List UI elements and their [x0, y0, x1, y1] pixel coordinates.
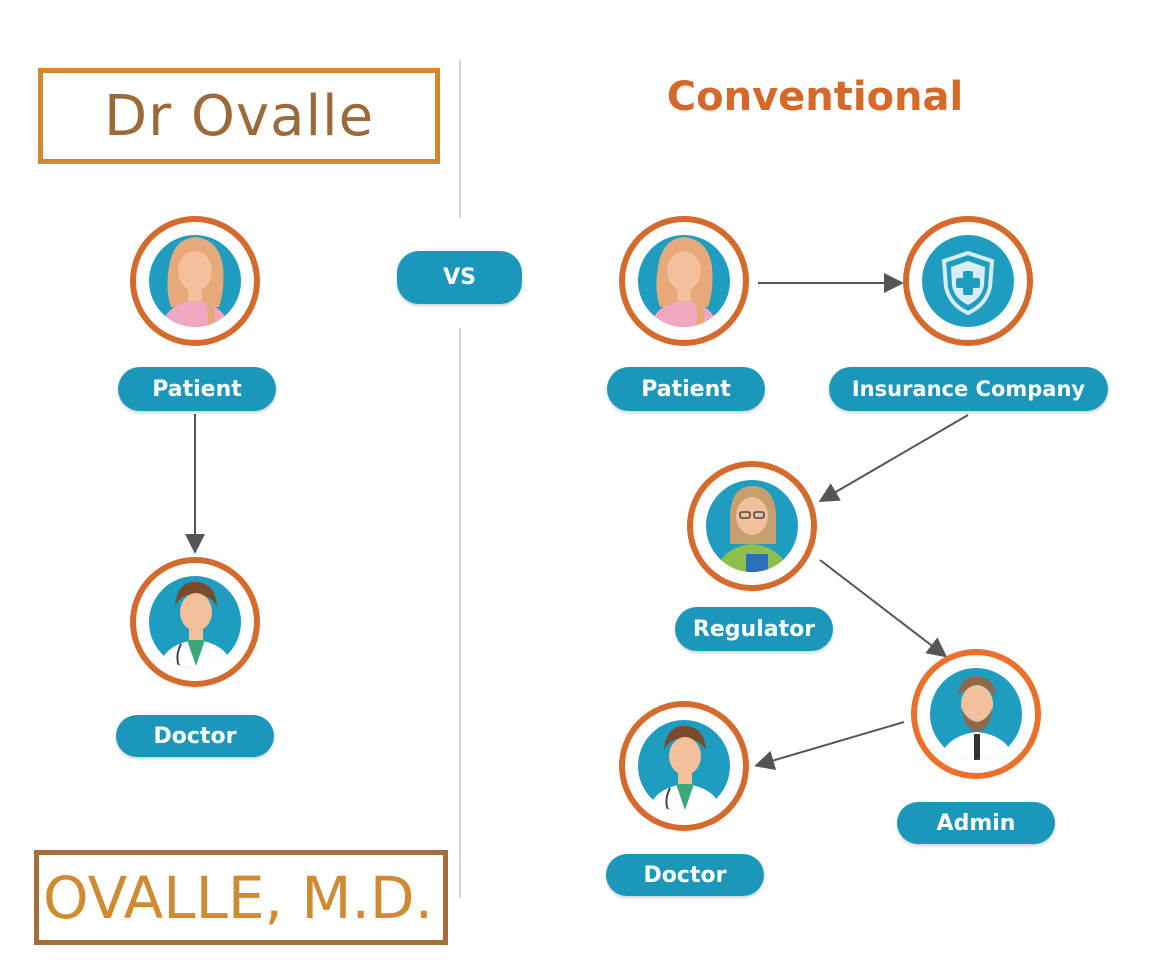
- dr-ovalle-title: Dr Ovalle: [103, 83, 375, 149]
- right-patient-avatar-icon: [619, 216, 749, 346]
- insurance-company-label: Insurance Company: [829, 367, 1108, 411]
- right-patient-label: Patient: [607, 367, 765, 411]
- right-doctor-label: Doctor: [606, 854, 764, 896]
- arrow-insurance-to-regulator: [818, 414, 969, 503]
- admin-label: Admin: [897, 802, 1055, 844]
- dr-ovalle-title-box: Dr Ovalle: [38, 68, 440, 164]
- divider-top: [459, 60, 461, 218]
- shield-icon: [903, 216, 1033, 346]
- ovalle-md-logo: OVALLE, M.D.: [34, 850, 448, 945]
- arrow-regulator-to-admin: [819, 559, 948, 658]
- admin-avatar-icon: [911, 649, 1041, 779]
- regulator-label: Regulator: [675, 607, 833, 651]
- divider-bottom: [459, 328, 461, 898]
- arrow-admin-to-doctor: [754, 721, 905, 771]
- regulator-avatar-icon: [687, 461, 817, 591]
- conventional-heading: Conventional: [666, 74, 964, 120]
- left-doctor-avatar-icon: [130, 557, 260, 687]
- left-doctor-label: Doctor: [116, 715, 274, 757]
- left-patient-avatar-icon: [130, 216, 260, 346]
- left-patient-label: Patient: [118, 367, 276, 411]
- right-doctor-avatar-icon: [619, 701, 749, 831]
- vs-badge: VS: [397, 251, 522, 304]
- ovalle-md-logo-text: OVALLE, M.D.: [43, 863, 433, 932]
